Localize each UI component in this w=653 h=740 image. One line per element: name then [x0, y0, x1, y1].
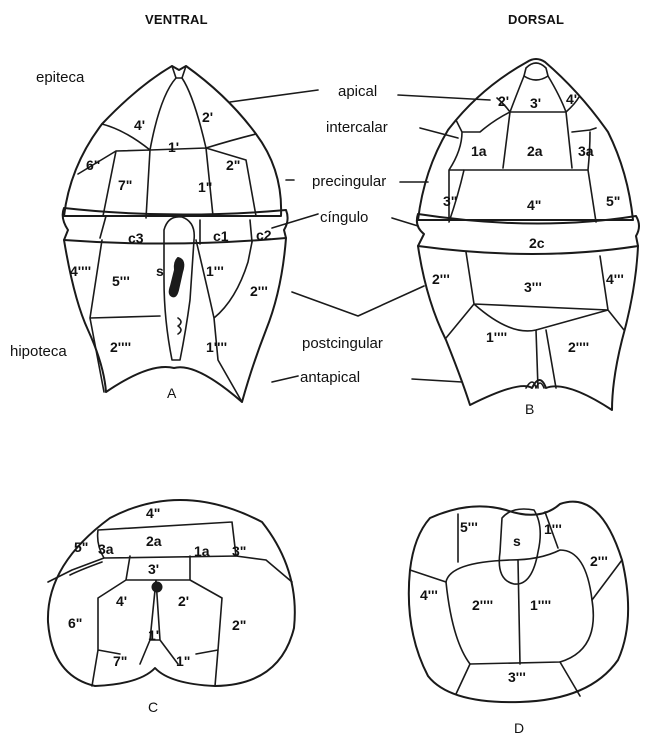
b-plate-3-prime: 3'	[530, 95, 541, 111]
c-plate-4-prime: 4'	[116, 593, 127, 609]
a-plate-2-pc: 2"	[226, 157, 240, 173]
d-plate-4-poc: 4'''	[420, 587, 438, 603]
panel-label-a: A	[167, 385, 177, 401]
d-plate-2-poc: 2'''	[590, 553, 608, 569]
d-plate-5-poc: 5'''	[460, 519, 478, 535]
a-plate-c1: c1	[213, 228, 229, 244]
c-apical-pore	[152, 582, 162, 592]
d-plate-1-poc: 1'''	[544, 521, 562, 537]
leader-antapical-a	[272, 376, 298, 382]
label-postcingular: postcingular	[302, 335, 383, 352]
leader-apical-a	[230, 90, 318, 102]
view-b-dorsal	[417, 59, 639, 410]
header-ventral: VENTRAL	[145, 12, 208, 27]
b-plate-1a: 1a	[471, 143, 487, 159]
label-cingulo: cíngulo	[320, 209, 368, 226]
a-epitheca-sutures	[78, 78, 256, 218]
c-plate-2a: 2a	[146, 533, 162, 549]
c-plate-1a: 1a	[194, 543, 210, 559]
label-epiteca: epiteca	[36, 69, 85, 86]
panel-label-c: C	[148, 699, 158, 715]
a-plate-1-poc: 1'''	[206, 263, 224, 279]
c-plate-3-pc: 3"	[232, 543, 246, 559]
a-plate-s: s	[156, 263, 164, 279]
a-plate-c3: c3	[128, 230, 144, 246]
leader-intercalar	[420, 128, 458, 138]
a-plate-7-pc: 7"	[118, 177, 132, 193]
b-plate-2c: 2c	[529, 235, 545, 251]
a-plate-4-prime: 4'	[134, 117, 145, 133]
leader-antapical-b	[412, 379, 462, 382]
a-plate-2-ap: 2''''	[110, 339, 131, 355]
c-plate-6-pc: 6"	[68, 615, 82, 631]
c-plate-1-prime: 1'	[148, 627, 159, 643]
b-plate-3-poc: 3'''	[524, 279, 542, 295]
c-plate-2-prime: 2'	[178, 593, 189, 609]
b-plate-4-poc: 4'''	[606, 271, 624, 287]
leader-cingulo-b	[392, 218, 418, 226]
leader-postcingular	[292, 286, 424, 316]
label-antapical: antapical	[300, 369, 360, 386]
view-c-apical	[48, 500, 295, 686]
c-plate-3a: 3a	[98, 541, 114, 557]
a-sulcus-squiggle	[178, 318, 181, 334]
a-plate-2-prime: 2'	[202, 109, 213, 125]
a-plate-4-ap: 4''''	[70, 263, 91, 279]
a-hypotheca-sutures	[90, 240, 252, 402]
c-plate-7-pc: 7"	[113, 653, 127, 669]
a-sulcus-mark	[170, 258, 184, 296]
label-intercalar: intercalar	[326, 119, 388, 136]
view-a-ventral	[63, 66, 288, 402]
b-plate-2-ap: 2''''	[568, 339, 589, 355]
d-plate-1-ap: 1''''	[530, 597, 551, 613]
a-plate-6-pc: 6"	[86, 157, 100, 173]
b-apex	[524, 63, 548, 80]
c-outline	[48, 500, 295, 686]
a-plate-1-ap: 1''''	[206, 339, 227, 355]
c-plate-1-pc: 1"	[176, 653, 190, 669]
a-plate-1-pc: 1"	[198, 179, 212, 195]
b-plate-3a: 3a	[578, 143, 594, 159]
panel-label-d: D	[514, 720, 524, 736]
a-cingulum-sutures	[100, 216, 252, 244]
label-hipoteca: hipoteca	[10, 343, 67, 360]
c-plate-4-pc: 4"	[146, 505, 160, 521]
b-plate-3-pc: 3"	[443, 193, 457, 209]
d-plate-3-poc: 3'''	[508, 669, 526, 685]
a-plate-2-poc: 2'''	[250, 283, 268, 299]
b-plate-5-pc: 5"	[606, 193, 620, 209]
c-plate-2-pc: 2"	[232, 617, 246, 633]
a-plate-1-prime: 1'	[168, 139, 179, 155]
a-plate-5-poc: 5'''	[112, 273, 130, 289]
label-apical: apical	[338, 83, 377, 100]
panel-label-b: B	[525, 401, 534, 417]
d-plate-2-ap: 2''''	[472, 597, 493, 613]
b-hypotheca-sutures	[446, 252, 624, 388]
b-plate-2-poc: 2'''	[432, 271, 450, 287]
b-plate-4-prime: 4'	[566, 91, 577, 107]
header-dorsal: DORSAL	[508, 12, 564, 27]
c-plate-5-pc: 5"	[74, 539, 88, 555]
c-plate-3-prime: 3'	[148, 561, 159, 577]
a-cingulum	[63, 208, 288, 244]
a-plate-c2: c2	[256, 227, 272, 243]
b-plate-4-pc: 4"	[527, 197, 541, 213]
b-plate-1-ap: 1''''	[486, 329, 507, 345]
d-plate-s: s	[513, 533, 521, 549]
b-plate-2a: 2a	[527, 143, 543, 159]
label-precingular: precingular	[312, 173, 386, 190]
b-plate-2-prime: 2'	[498, 93, 509, 109]
